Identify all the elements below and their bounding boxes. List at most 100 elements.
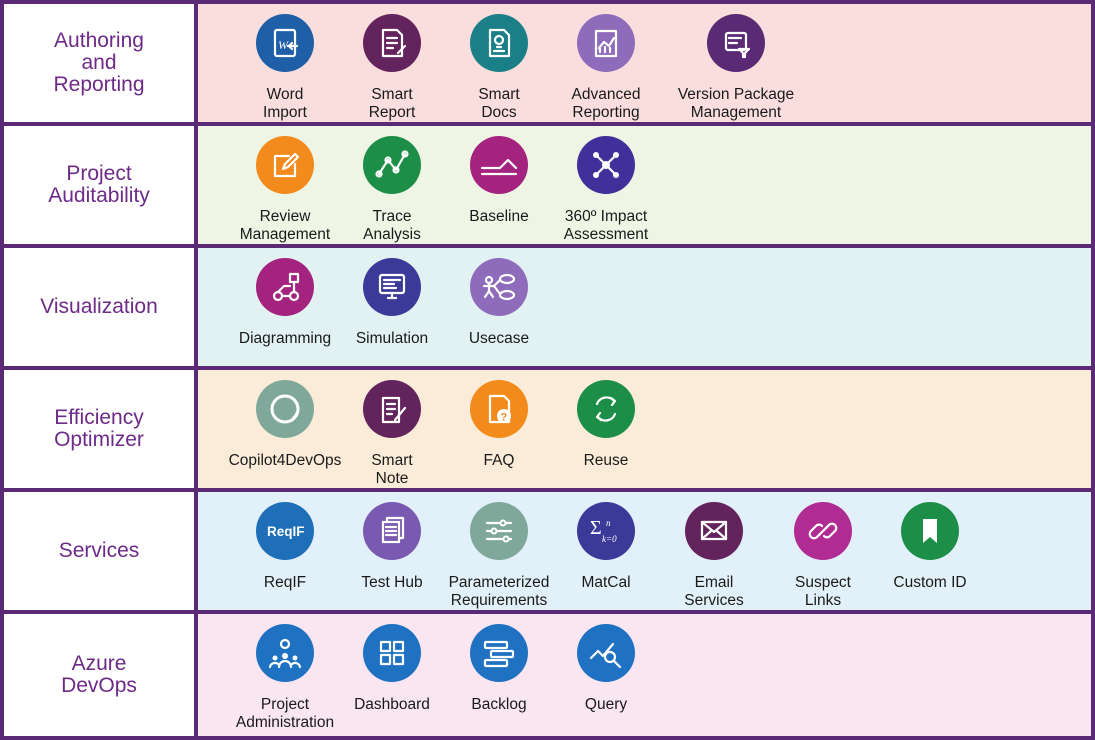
smart-docs-icon [470,14,528,72]
feature-label: Review Management [239,208,331,243]
svg-text:n: n [606,518,611,528]
feature-label: ReqIF [263,574,307,591]
feature-label: Trace Analysis [363,208,421,243]
advanced-reporting-icon [577,14,635,72]
feature-item[interactable]: Usecase [434,258,564,348]
feature-label: Version Package Management [677,86,795,121]
feature-item[interactable]: Smart Report [327,14,457,122]
category-label: Visualization [4,248,194,366]
feature-item[interactable]: Query [541,624,671,714]
version-package-icon [707,14,765,72]
feature-item[interactable]: Test Hub [327,502,457,592]
feature-label: Test Hub [361,574,423,591]
feature-panel: Diagramming Simulation Usecase [198,248,1091,366]
feature-label: MatCal [581,574,631,591]
feature-label: Smart Report [368,86,416,121]
email-icon [685,502,743,560]
feature-item[interactable]: 360º Impact Assessment [541,136,671,244]
feature-item[interactable]: Dashboard [327,624,457,714]
feature-item[interactable]: Baseline [434,136,564,226]
row-0: Authoring and Reporting W Word Import Smart… [4,4,1091,122]
reuse-icon [577,380,635,438]
feature-label: Suspect Links [794,574,851,609]
feature-label: Smart Note [371,452,413,487]
test-hub-icon [363,502,421,560]
parameterized-icon [470,502,528,560]
feature-label: Project Administration [235,696,335,731]
feature-panel: Copilot4DevOps Smart Note? FAQ Reuse [198,370,1091,488]
suspect-links-icon [794,502,852,560]
svg-text:Σ: Σ [590,517,602,539]
feature-item[interactable]: Review Management [220,136,350,244]
svg-text:W: W [278,38,289,52]
feature-item[interactable]: Advanced Reporting [541,14,671,122]
feature-item[interactable]: Smart Docs [434,14,564,122]
feature-label: FAQ [483,452,515,469]
feature-item[interactable]: Reuse [541,380,671,470]
feature-item[interactable]: Trace Analysis [327,136,457,244]
baseline-icon [470,136,528,194]
smart-report-icon [363,14,421,72]
svg-text:?: ? [501,412,508,424]
feature-item[interactable]: Parameterized Requirements [434,502,564,610]
feature-item[interactable]: Copilot4DevOps [220,380,350,470]
feature-label: Reuse [583,452,629,469]
feature-label: Parameterized Requirements [448,574,550,609]
feature-label: Diagramming [238,330,332,347]
copilot-icon [256,380,314,438]
category-label: Services [4,492,194,610]
backlog-icon [470,624,528,682]
feature-item[interactable]: Version Package Management [668,14,804,122]
impact-assessment-icon [577,136,635,194]
reqif-icon: ReqIF [256,502,314,560]
category-label: Authoring and Reporting [4,4,194,122]
svg-text:k=0: k=0 [602,534,617,544]
feature-item[interactable]: Email Services [649,502,779,610]
faq-icon: ? [470,380,528,438]
feature-label: Query [584,696,628,713]
feature-label: 360º Impact Assessment [563,208,649,243]
feature-item[interactable]: Diagramming [220,258,350,348]
feature-item[interactable]: ReqIF ReqIF [220,502,350,592]
svg-text:ReqIF: ReqIF [267,524,304,539]
feature-panel: ReqIF ReqIF Test Hub Parameterized Requirem… [198,492,1091,610]
simulation-icon [363,258,421,316]
feature-item[interactable]: Suspect Links [758,502,888,610]
feature-label: Simulation [355,330,429,347]
feature-label: Word Import [263,86,307,121]
feature-item[interactable]: Backlog [434,624,564,714]
custom-id-icon [901,502,959,560]
feature-item[interactable]: W Word Import [220,14,350,122]
smart-note-icon [363,380,421,438]
word-import-icon: W [256,14,314,72]
feature-label: Custom ID [893,574,967,591]
feature-item[interactable]: Smart Note [327,380,457,488]
feature-label: Email Services [684,574,744,609]
trace-analysis-icon [363,136,421,194]
feature-label: Copilot4DevOps [228,452,342,469]
feature-label: Usecase [468,330,530,347]
feature-item[interactable]: Simulation [327,258,457,348]
dashboard-icon [363,624,421,682]
category-label: Project Auditability [4,126,194,244]
feature-label: Baseline [469,208,529,225]
feature-item[interactable]: Project Administration [220,624,350,732]
feature-item[interactable]: ? FAQ [434,380,564,470]
query-icon [577,624,635,682]
feature-item[interactable]: Custom ID [865,502,995,592]
usecase-icon [470,258,528,316]
review-management-icon [256,136,314,194]
category-label: Efficiency Optimizer [4,370,194,488]
feature-panel: Review Management Trace Analysis Baseline 3… [198,126,1091,244]
diagramming-icon [256,258,314,316]
